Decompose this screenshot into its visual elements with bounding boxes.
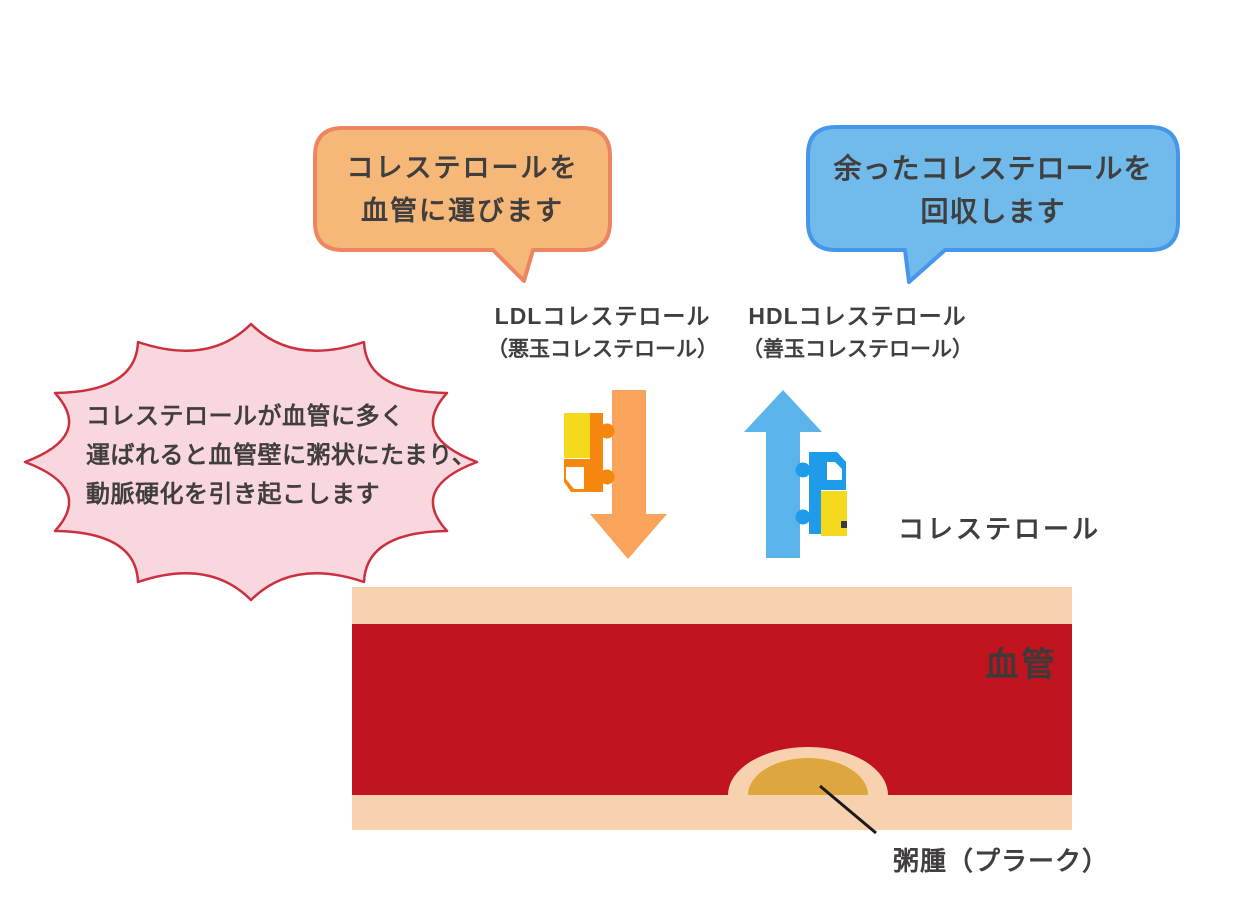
warning-line-2: 運ばれると血管壁に粥状にたまり、 (86, 442, 477, 469)
hdl-bubble-text: 余ったコレステロールを 回収します (808, 131, 1178, 248)
blood-vessel (352, 587, 1072, 835)
hdl-label-sub: （善玉コレステロール） (742, 338, 973, 361)
ldl-bubble-text: コレステロールを 血管に運びます (315, 132, 610, 248)
ldl-label-sub: （悪玉コレステロール） (487, 338, 718, 361)
warning-line-1: コレステロールが血管に多く (86, 403, 405, 430)
ldl-label-name: LDLコレステロール (494, 303, 711, 329)
ldl-bubble-line-1: コレステロールを (346, 153, 579, 183)
hdl-label: HDLコレステロール （善玉コレステロール） (705, 300, 1010, 366)
warning-burst (23, 322, 479, 602)
truck-down-icon (564, 413, 615, 492)
ldl-label: LDLコレステロール （悪玉コレステロール） (450, 300, 755, 366)
blood-area (352, 624, 1072, 795)
plaque-label: 粥腫（プラーク） (893, 846, 1110, 876)
down-arrow-icon (590, 390, 667, 559)
warning-line-3: 動脈硬化を引き起こします (86, 481, 380, 508)
hdl-label-name: HDLコレステロール (748, 303, 967, 329)
cholesterol-label: コレステロール (898, 514, 1102, 544)
up-arrow-icon (744, 390, 822, 558)
vessel-label: 血管 (985, 646, 1057, 684)
plaque-leader-line (819, 784, 877, 835)
ldl-bubble-line-2: 血管に運びます (361, 196, 564, 226)
hdl-bubble-line-1: 余ったコレステロールを (833, 152, 1153, 184)
ldl-speech-bubble (313, 126, 612, 283)
truck-up-icon (795, 452, 847, 536)
plaque-core (748, 758, 868, 795)
warning-text: コレステロールが血管に多く 運ばれると血管壁に粥状にたまり、 動脈硬化を引き起こ… (86, 397, 486, 514)
hdl-speech-bubble (806, 125, 1180, 284)
hdl-bubble-line-2: 回収します (920, 195, 1066, 227)
